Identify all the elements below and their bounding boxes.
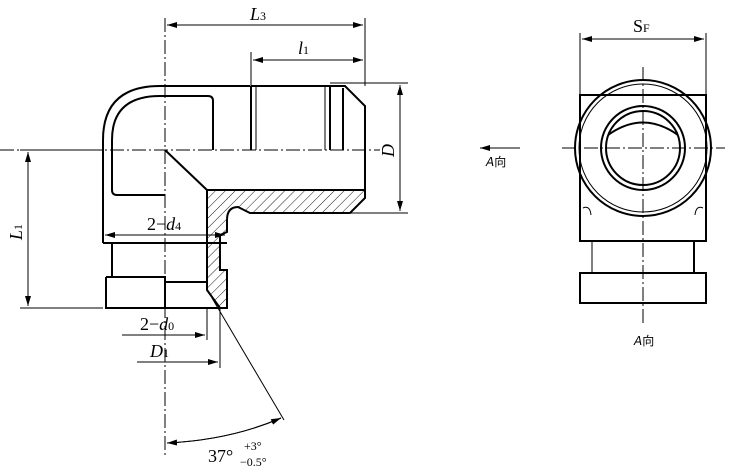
l1-sub: 1 [303, 43, 309, 57]
L3-label: L [249, 4, 260, 24]
angle-lower-tolerance: −0.5° [240, 455, 267, 469]
dim-L1: L1 [6, 149, 103, 309]
section-hatch [206, 189, 366, 309]
svg-text:A向: A向 [633, 333, 654, 348]
d0-label: d [159, 314, 169, 334]
svg-text:A向: A向 [485, 154, 506, 169]
inner-cavity-bottom [111, 189, 165, 196]
view-arrow-sym: A [485, 155, 494, 169]
d4-sub: 4 [175, 219, 181, 233]
angle-upper-tolerance: +3° [244, 439, 262, 453]
d4-prefix: 2− [147, 214, 166, 234]
main-view: L3 l1 D L1 2−d4 [0, 4, 408, 469]
angle-value: 37° [208, 446, 233, 466]
D1-sub: 1 [163, 346, 169, 360]
cone-line [164, 149, 208, 191]
d4-label: d [166, 214, 176, 234]
dim-l1: l1 [250, 38, 363, 86]
inner-cavity [111, 95, 214, 190]
SF-label: S [633, 16, 643, 36]
dim-D1: D1 [137, 341, 218, 365]
svg-text:L3: L3 [249, 4, 266, 24]
side-view-sym: A [633, 334, 642, 348]
D1-label: D [149, 341, 163, 361]
view-arrow-text: 向 [494, 154, 506, 169]
L1-label: L [6, 230, 26, 241]
svg-text:SF: SF [633, 16, 650, 36]
SF-sub: F [643, 21, 650, 35]
svg-text:l1: l1 [298, 38, 309, 58]
svg-text:D1: D1 [149, 341, 169, 361]
l1-label: l [298, 38, 303, 58]
thread-end [250, 85, 366, 190]
dim-L3: L3 [167, 4, 366, 86]
bottom-flange [105, 243, 227, 309]
side-view-text: 向 [642, 333, 654, 348]
svg-text:2−d4: 2−d4 [147, 214, 181, 234]
dim-SF: SF [579, 16, 707, 95]
svg-text:2−d0: 2−d0 [140, 314, 174, 334]
L3-sub: 3 [260, 9, 266, 23]
dim-D: D [330, 82, 408, 214]
svg-text:37°: 37° [208, 446, 233, 466]
svg-text:L1: L1 [6, 224, 26, 241]
L1-sub: 1 [11, 224, 25, 230]
body-outline [102, 85, 250, 243]
dim-angle: 37° +3° −0.5° [166, 297, 285, 469]
side-view: SF A向 [562, 16, 725, 348]
view-direction-arrow: A向 [480, 145, 520, 169]
d0-prefix: 2− [140, 314, 159, 334]
d0-sub: 0 [168, 319, 174, 333]
D-label: D [378, 144, 398, 158]
dim-d4: 2−d4 [105, 214, 225, 238]
dim-d0: 2−d0 [122, 308, 221, 368]
